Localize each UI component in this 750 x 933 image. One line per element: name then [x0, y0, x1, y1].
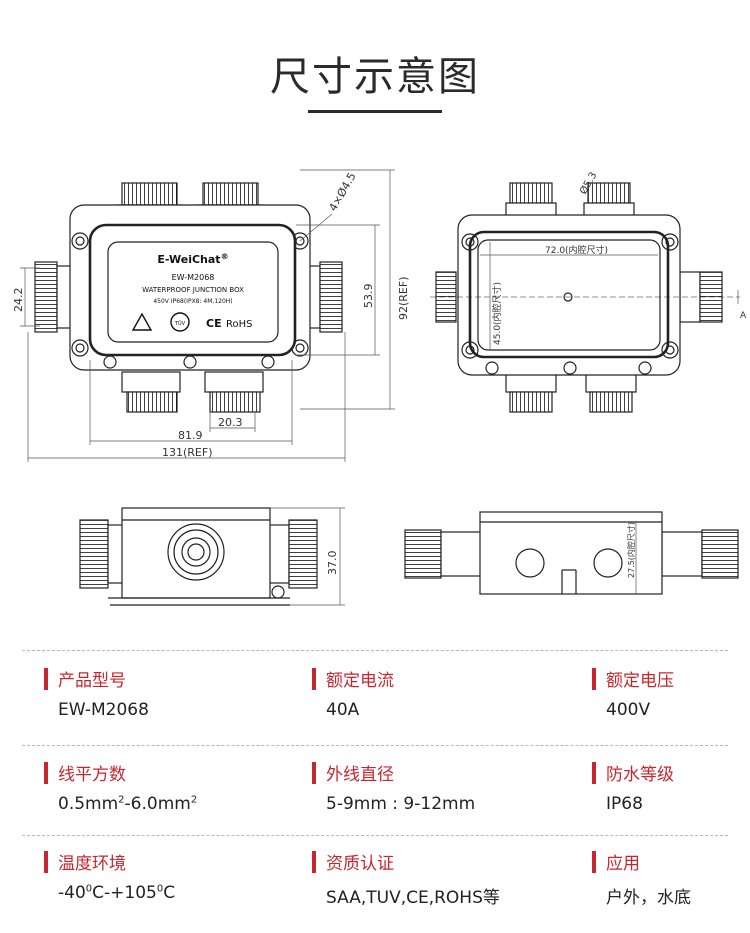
spec-value: 5-9mm : 9-12mm [326, 794, 476, 814]
spec-value: EW-M2068 [58, 700, 149, 720]
lid-model: EW-M2068 [172, 273, 215, 282]
dim-h-total: 92(REF) [397, 276, 410, 320]
spec-value: 0.5mm2-6.0mm2 [58, 794, 198, 814]
spec-label: 应用 [606, 854, 640, 874]
dim-inner-h: 45.0(内腔尺寸) [491, 282, 503, 345]
spec-value: 40A [326, 700, 360, 720]
port-bottom-left [505, 369, 557, 413]
top-view [34, 182, 343, 413]
spec-label: 额定电压 [606, 671, 674, 691]
dim-w-total: 131(REF) [162, 446, 213, 459]
brand-name: E-WeiChat [157, 253, 220, 266]
lid-label: E-WeiChat® EW-M2068 WATERPROOF JUNCTION … [131, 252, 252, 332]
saa-triangle-icon [131, 312, 153, 331]
lid-rating: 450V IP68(IPX8: 4M,120H) [153, 298, 232, 305]
gland-bottom-left [121, 371, 181, 413]
dim-depth: 37.0 [326, 551, 339, 576]
gland-bottom-right [204, 371, 264, 413]
dim-inner-d: 27.5(内腔尺寸) [626, 522, 636, 578]
dim-hole: 4×Ø4.5 [326, 170, 358, 213]
tuv-icon [170, 312, 190, 332]
top-view-dimensions [20, 169, 395, 462]
spec-label: 额定电流 [326, 671, 394, 691]
rohs-mark: RoHS [226, 319, 252, 330]
title-underline [308, 110, 442, 113]
spec-label: 产品型号 [58, 671, 126, 691]
page-title: 尺寸示意图 [270, 54, 480, 100]
spec-value: 户外，水底 [606, 888, 691, 908]
port-bottom-right [585, 369, 637, 413]
brand-mark: ® [221, 252, 229, 261]
spec-label: 外线直径 [326, 765, 394, 785]
spec-label: 线平方数 [58, 765, 126, 785]
dim-side-h: 24.2 [12, 288, 25, 313]
svg-text:TÜV: TÜV [174, 320, 186, 327]
svg-text:E-WeiChat®: E-WeiChat® [157, 252, 228, 266]
dim-h-body: 53.9 [362, 284, 375, 309]
inside-view-dimensions [480, 242, 739, 350]
spec-value: SAA,TUV,CE,ROHS等 [326, 888, 500, 908]
side-view [79, 507, 318, 606]
dim-pitch: 20.3 [218, 416, 243, 429]
inside-view [430, 182, 740, 413]
dim-w-body: 81.9 [178, 429, 203, 442]
lid-product-name: WATERPROOF JUNCTION BOX [142, 286, 244, 294]
section-mark: A [740, 311, 747, 321]
dimension-drawings: E-WeiChat® EW-M2068 WATERPROOF JUNCTION … [12, 169, 747, 606]
section-view [404, 511, 739, 595]
spec-label: 温度环境 [58, 854, 126, 874]
spec-value: 400V [606, 700, 651, 720]
divider-3 [22, 835, 728, 836]
spec-value: IP68 [606, 794, 643, 814]
dim-inner-w: 72.0(内腔尺寸) [545, 244, 608, 256]
divider-1 [22, 650, 728, 651]
divider-2 [22, 745, 728, 746]
spec-value: -400C-+1050C [58, 883, 176, 903]
ce-mark: CE [206, 317, 222, 330]
spec-label: 资质认证 [326, 854, 394, 874]
spec-label: 防水等级 [606, 765, 674, 785]
